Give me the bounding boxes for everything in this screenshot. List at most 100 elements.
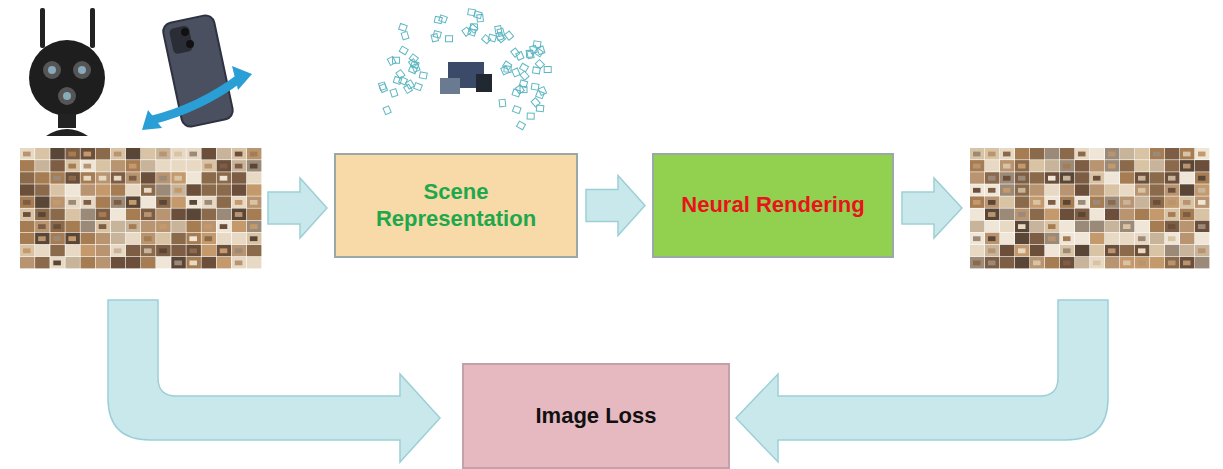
photo-detail [129,236,137,241]
photo-tile [1090,245,1104,256]
photo-tile [1030,148,1044,160]
box-label: Scene Representation [361,179,551,232]
photo-tile [1180,233,1194,245]
photo-tile [35,257,50,269]
photo-tile [81,148,96,160]
camera-frustum [406,80,415,89]
photo-detail [250,200,258,205]
photo-tile [1150,257,1164,269]
photo-tile [171,233,186,245]
fat-arrow [268,178,327,238]
photo-detail [1018,212,1026,217]
photo-tile [1105,209,1119,221]
photo-detail [205,200,213,205]
photo-tile [126,196,140,208]
photo-detail [220,164,228,169]
photo-detail [189,248,197,253]
photo-detail [1108,164,1116,169]
photo-tile [141,209,156,221]
photo-detail [1033,200,1041,205]
photo-tile [81,196,96,208]
photo-tile [65,184,80,196]
photo-tile [1045,221,1059,233]
photo-tile [126,221,140,233]
photo-tile [1150,172,1164,184]
photo-tile [1165,172,1179,184]
photo-detail [1108,152,1116,157]
photo-tile [1105,196,1119,208]
photo-tile [171,209,186,221]
photo-tile [1120,245,1134,256]
photo-tile [186,257,201,269]
photo-tile [156,221,171,233]
photo-detail [68,200,76,205]
photo-tile [202,184,217,196]
camera-frustum [399,46,408,55]
photo-tile [111,209,126,221]
photo-detail [1153,152,1161,157]
curved-arrow [108,300,440,462]
photo-detail [99,212,107,217]
photo-tile [1195,184,1209,196]
photo-tile [1150,245,1164,256]
photo-tile [247,172,262,184]
photo-detail [988,236,996,241]
photo-tile [1090,221,1104,233]
process-box: Scene Representation [334,153,578,258]
photo-tile [1120,184,1134,196]
photo-tile [232,148,247,160]
photo-detail [1093,261,1101,266]
photo-tile [1090,233,1104,245]
camera-frustum [527,113,534,119]
photo-detail [1003,188,1011,193]
photo-tile [1030,257,1044,269]
photo-detail [250,152,258,157]
photo-tile [1135,160,1149,172]
camera-frustum [536,91,545,99]
photo-tile [1015,209,1029,221]
photo-tile [141,148,156,160]
photo-tile [217,209,232,221]
photo-detail [53,176,61,181]
photo-tile [1195,196,1209,208]
photo-detail [159,152,167,157]
box-label: Image Loss [535,403,656,429]
photo-detail [174,152,182,157]
photo-tile [970,257,984,269]
photo-detail [114,176,122,181]
photo-tile [96,221,111,233]
photo-tile [1030,160,1044,172]
photo-tile [1045,209,1059,221]
photo-detail [68,176,76,181]
camera-frustum [531,98,540,107]
photo-tile [247,209,262,221]
photo-tile [50,184,65,196]
photo-tile [1180,245,1194,256]
photo-tile [35,233,50,245]
photo-detail [114,200,122,205]
photo-tile [50,245,65,256]
photo-tile [35,209,50,221]
photo-tile [156,160,171,172]
image-collage [20,148,261,268]
photo-tile [81,245,96,256]
photo-tile [202,160,217,172]
photo-detail [1153,200,1161,205]
photo-detail [84,176,92,181]
photo-tile [1075,196,1089,208]
photo-detail [1138,236,1146,241]
photo-tile [1180,160,1194,172]
photo-tile [1180,257,1194,269]
photo-tile [126,245,140,256]
photo-detail [220,176,228,181]
photo-tile [1180,221,1194,233]
photo-tile [1195,233,1209,245]
fat-arrow [586,176,645,236]
photo-detail [1168,212,1176,217]
photo-tile [970,245,984,256]
photo-tile [1180,172,1194,184]
camera-frustum [520,63,529,72]
photo-detail [1108,200,1116,205]
photo-tile [1045,148,1059,160]
photo-detail [159,200,167,205]
